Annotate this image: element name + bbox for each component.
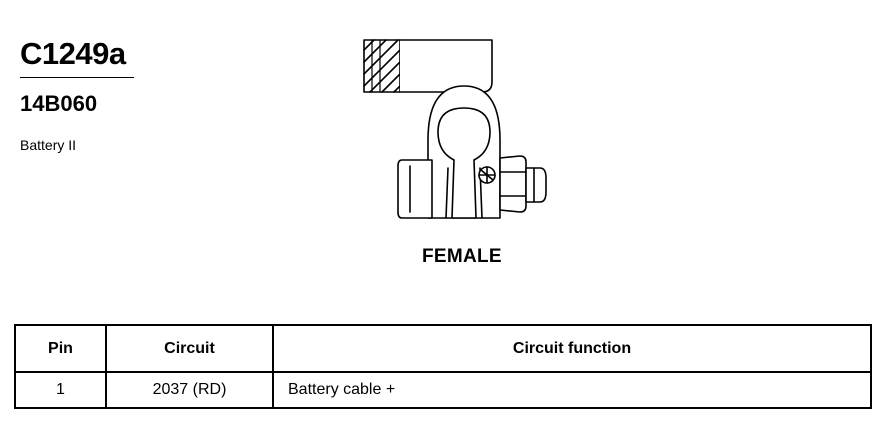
header-circuit-function: Circuit function	[272, 324, 872, 373]
cable-hatch	[363, 39, 401, 93]
table-row: 1 2037 (RD) Battery cable +	[14, 371, 872, 409]
table-header-row: Pin Circuit Circuit function	[14, 324, 872, 373]
header-circuit: Circuit	[105, 324, 274, 373]
part-number: 14B060	[20, 91, 98, 116]
connector-id: C1249a	[20, 36, 126, 71]
title-underline	[20, 77, 134, 78]
post-hole	[437, 107, 491, 219]
cell-circuit-function: Battery cable +	[272, 371, 872, 409]
bolt-end	[525, 167, 547, 203]
connector-description: Battery II	[20, 137, 77, 153]
cell-circuit: 2037 (RD)	[105, 371, 274, 409]
hex-nut	[499, 155, 527, 213]
cell-pin: 1	[14, 371, 107, 409]
cable-body	[399, 39, 493, 93]
battery-terminal-drawing	[363, 39, 547, 219]
header-pin: Pin	[14, 324, 107, 373]
clamp-left	[397, 159, 433, 219]
view-label: FEMALE	[422, 246, 502, 267]
pin-table: Pin Circuit Circuit function 1 2037 (RD)…	[14, 324, 872, 409]
